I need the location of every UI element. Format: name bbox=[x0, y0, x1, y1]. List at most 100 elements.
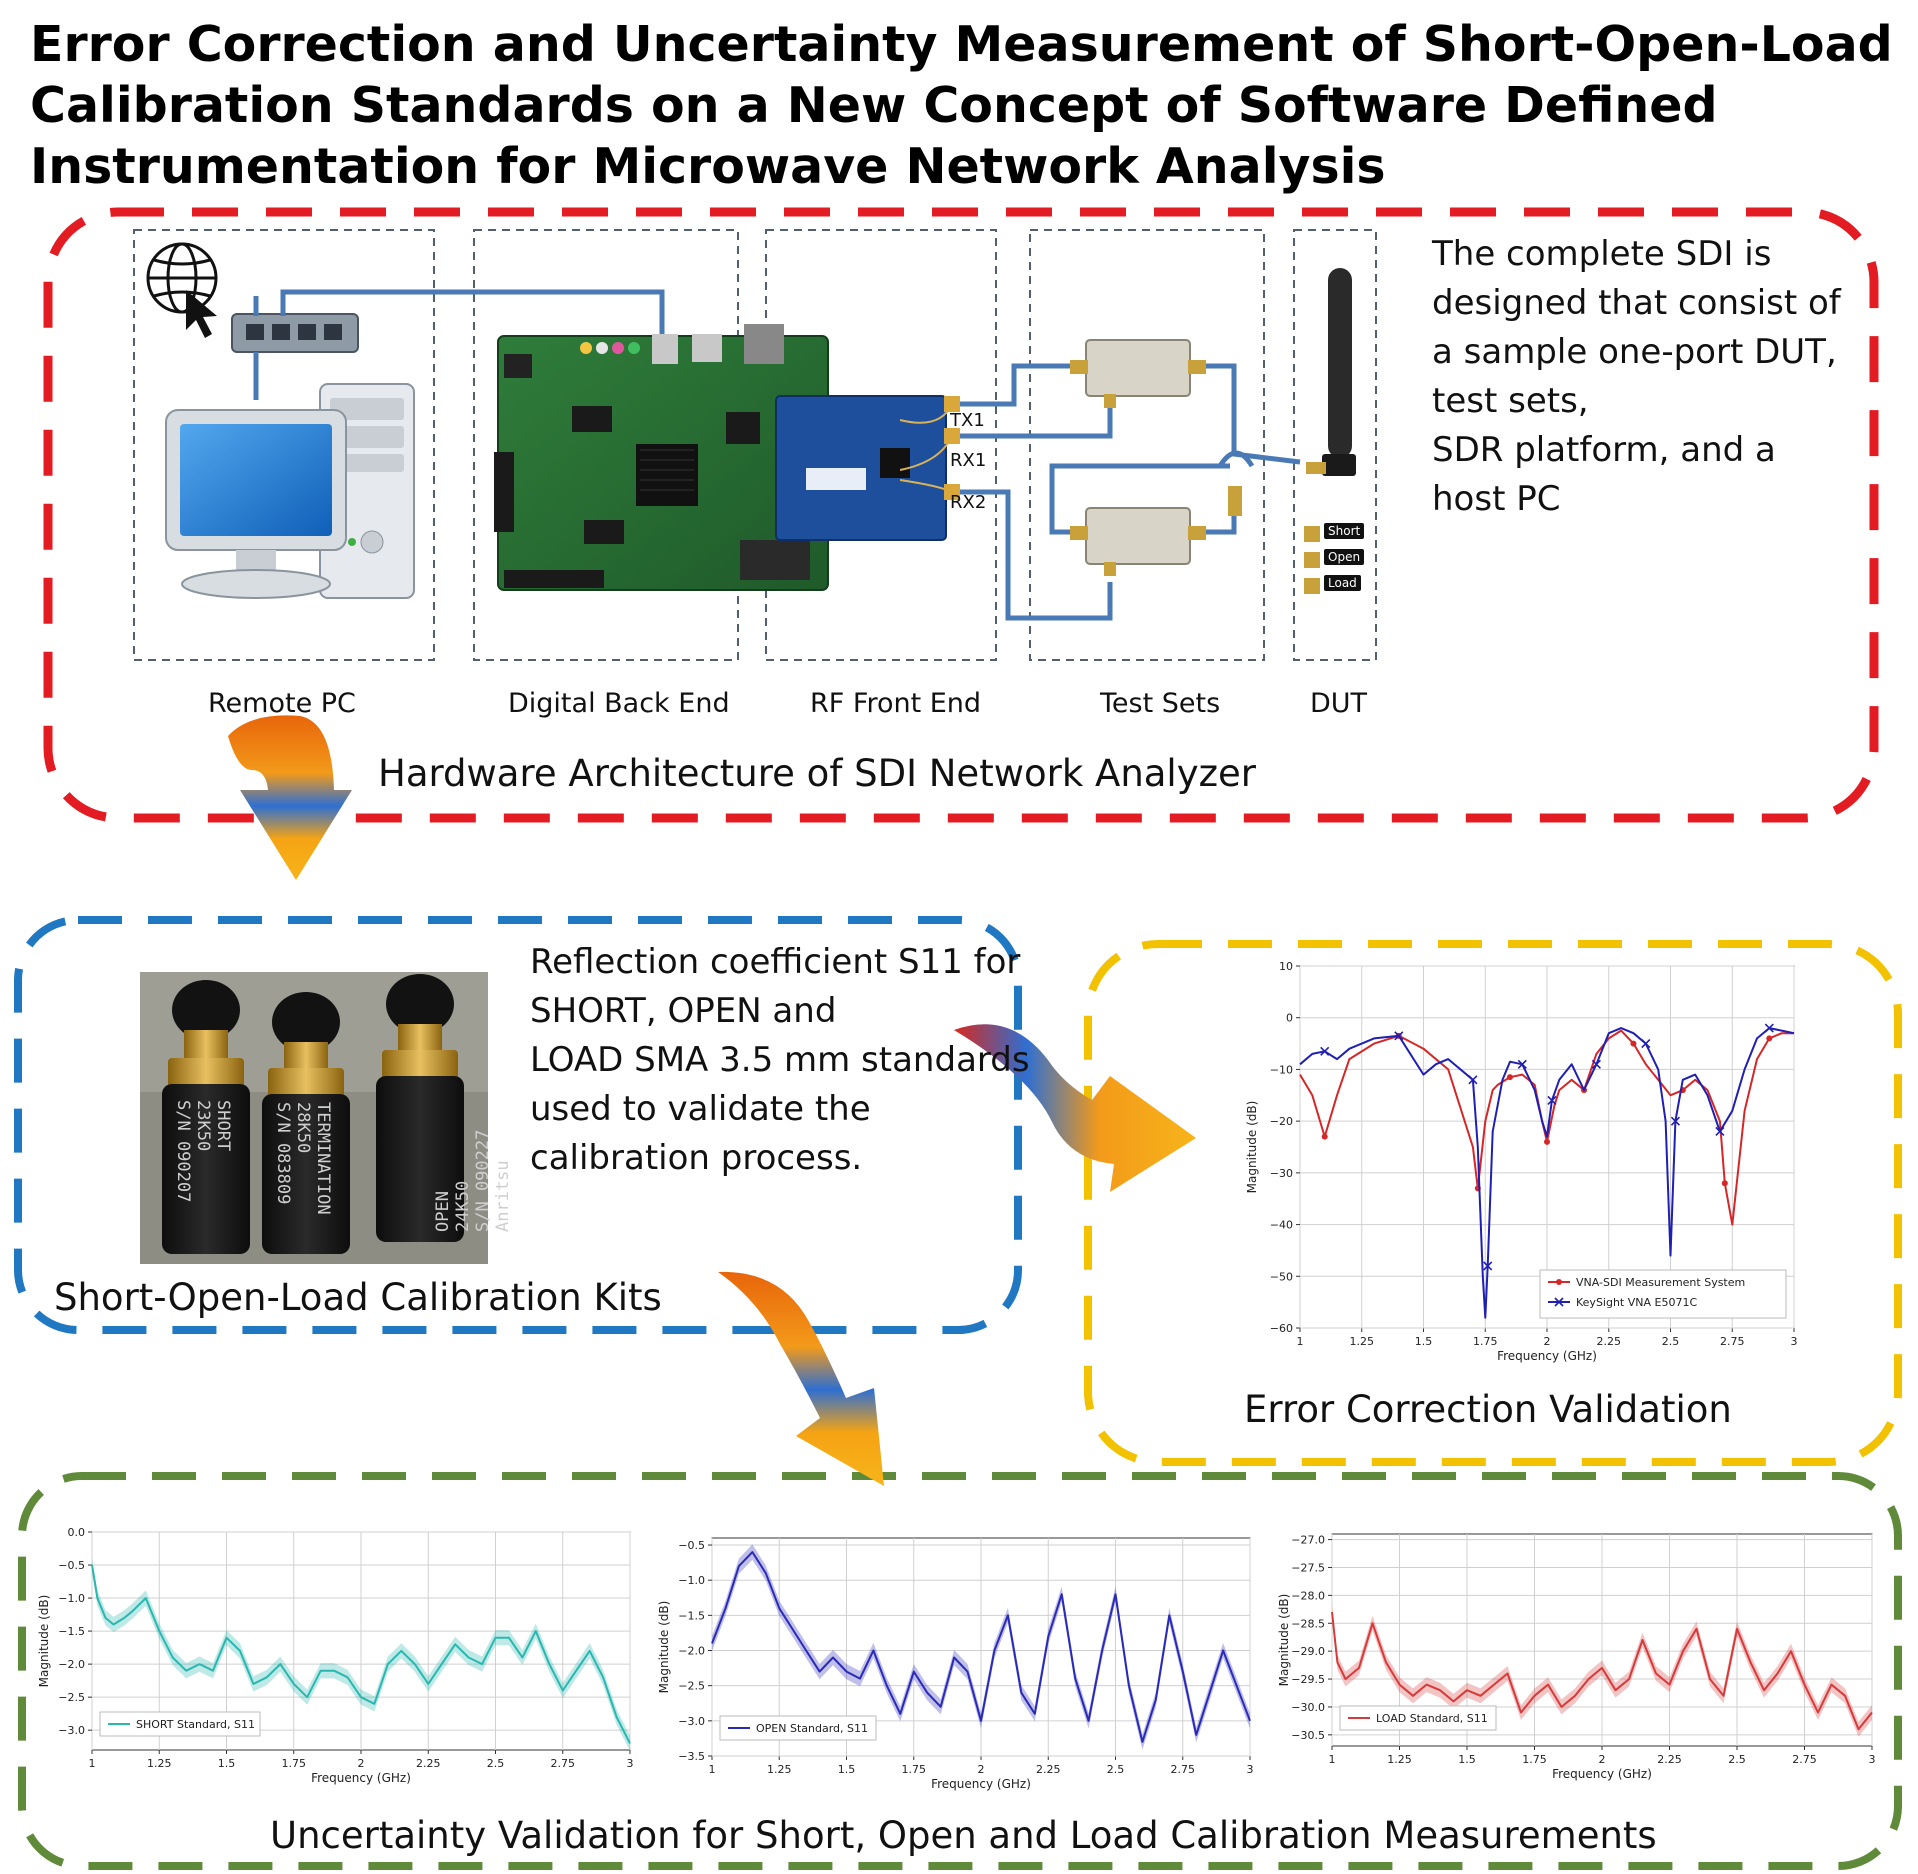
hardware-description-line: designed that consist of bbox=[1432, 283, 1841, 323]
coupler-top-image bbox=[1070, 339, 1206, 408]
y-axis-label: Magnitude (dB) bbox=[1277, 1594, 1291, 1687]
y-tick-label: −1.5 bbox=[58, 1625, 85, 1638]
kits-frame bbox=[14, 916, 1022, 1334]
x-tick-label: 2.25 bbox=[1597, 1335, 1622, 1348]
y-tick-label: 0 bbox=[1286, 1012, 1293, 1025]
block-label-rf-front-end: RF Front End bbox=[810, 688, 982, 719]
legend-label: SHORT Standard, S11 bbox=[136, 1718, 255, 1731]
x-axis-label: Frequency (GHz) bbox=[931, 1777, 1031, 1791]
kits-description-line: calibration process. bbox=[530, 1138, 863, 1178]
x-tick-label: 2.25 bbox=[1036, 1763, 1061, 1776]
legend-box bbox=[1539, 1269, 1787, 1319]
hardware-description-line: The complete SDI is bbox=[1432, 234, 1772, 274]
y-tick-label: −30.5 bbox=[1291, 1729, 1325, 1742]
x-tick-label: 2.75 bbox=[1792, 1753, 1817, 1766]
x-tick-label: 1.75 bbox=[1473, 1335, 1498, 1348]
title-line-1: Error Correction and Uncertainty Measure… bbox=[30, 16, 1893, 73]
x-tick-label: 2.5 bbox=[1728, 1753, 1746, 1766]
data-point bbox=[1764, 1023, 1774, 1033]
y-tick-label: −30.0 bbox=[1291, 1701, 1325, 1714]
network-switch-icon bbox=[231, 313, 359, 353]
connection-lines bbox=[253, 289, 1301, 621]
data-point bbox=[1320, 1046, 1330, 1056]
x-tick-label: 1.5 bbox=[838, 1763, 856, 1776]
data-point bbox=[1394, 1031, 1404, 1041]
series-line bbox=[711, 1551, 1251, 1743]
y-tick-label: −27.0 bbox=[1291, 1534, 1325, 1547]
x-tick-label: 1.5 bbox=[1458, 1753, 1476, 1766]
data-point bbox=[1630, 1040, 1637, 1047]
kits-description: Reflection coefficient S11 for SHORT, OP… bbox=[530, 938, 1030, 1183]
y-tick-label: −3.5 bbox=[678, 1750, 705, 1763]
dut-connectors bbox=[1304, 526, 1320, 594]
block-label-digital-back-end: Digital Back End bbox=[508, 688, 730, 719]
x-tick-label: 1 bbox=[1329, 1753, 1336, 1766]
arrow-hardware-to-kits bbox=[228, 715, 352, 880]
uncertainty-section-title: Uncertainty Validation for Short, Open a… bbox=[270, 1814, 1657, 1857]
kit-labels: SHORT 23K50 S/N 090207 TERMINATION 28K50… bbox=[173, 1100, 513, 1232]
data-point bbox=[1321, 1133, 1328, 1140]
hardware-description-line: host PC bbox=[1432, 479, 1561, 519]
legend-label: KeySight VNA E5071C bbox=[1576, 1296, 1697, 1309]
y-tick-label: −28.5 bbox=[1291, 1617, 1325, 1630]
arrow-kits-to-uncertainty bbox=[718, 1271, 884, 1486]
x-tick-label: 2.75 bbox=[1720, 1335, 1745, 1348]
coupler-bottom-image bbox=[1070, 486, 1242, 576]
calibration-kits-photo bbox=[140, 972, 488, 1264]
x-tick-label: 2 bbox=[358, 1757, 365, 1770]
x-tick-label: 3 bbox=[1791, 1335, 1798, 1348]
y-tick-label: 0.0 bbox=[68, 1526, 86, 1539]
data-point bbox=[1547, 1095, 1557, 1106]
x-tick-label: 1 bbox=[89, 1757, 96, 1770]
y-axis-label: Magnitude (dB) bbox=[657, 1601, 671, 1694]
y-tick-label: −50 bbox=[1270, 1270, 1293, 1283]
x-tick-label: 1.5 bbox=[1415, 1335, 1433, 1348]
dut-badge-load: Load bbox=[1324, 575, 1361, 591]
error-correction-section-title: Error Correction Validation bbox=[1244, 1388, 1732, 1431]
legend-label: LOAD Standard, S11 bbox=[1376, 1712, 1488, 1725]
series-line bbox=[91, 1564, 631, 1744]
data-point bbox=[1641, 1039, 1651, 1049]
data-point bbox=[1517, 1059, 1527, 1069]
series-line bbox=[1331, 1611, 1873, 1731]
x-tick-label: 1 bbox=[709, 1763, 716, 1776]
hardware-description: The complete SDI is designed that consis… bbox=[1432, 230, 1872, 524]
y-tick-label: −2.5 bbox=[58, 1691, 85, 1704]
hardware-description-line: test sets, bbox=[1432, 381, 1589, 421]
legend-label: VNA-SDI Measurement System bbox=[1576, 1276, 1745, 1289]
x-tick-label: 2.5 bbox=[487, 1757, 505, 1770]
y-tick-label: −60 bbox=[1270, 1322, 1293, 1335]
kits-description-line: used to validate the bbox=[530, 1089, 871, 1129]
rf-frontend-board-image bbox=[775, 395, 960, 541]
data-point bbox=[1670, 1116, 1681, 1126]
x-tick-label: 2 bbox=[1544, 1335, 1551, 1348]
port-label-tx1: TX1 bbox=[950, 410, 985, 431]
block-label-test-sets: Test Sets bbox=[1100, 688, 1221, 719]
data-point bbox=[1468, 1075, 1478, 1085]
y-tick-label: −40 bbox=[1270, 1219, 1293, 1232]
x-tick-label: 2.5 bbox=[1107, 1763, 1125, 1776]
x-tick-label: 3 bbox=[1869, 1753, 1876, 1766]
uncertainty-band bbox=[92, 1557, 630, 1751]
x-tick-label: 2 bbox=[978, 1763, 985, 1776]
kit-label-open: OPEN 24K50 S/N 090227 Anritsu bbox=[433, 1119, 513, 1232]
y-tick-label: −20 bbox=[1270, 1115, 1293, 1128]
data-point bbox=[1766, 1035, 1773, 1042]
kits-section-title: Short-Open-Load Calibration Kits bbox=[54, 1276, 662, 1319]
kits-description-line: Reflection coefficient S11 for bbox=[530, 942, 1021, 982]
block-label-remote-pc: Remote PC bbox=[208, 688, 356, 719]
kits-description-line: SHORT, OPEN and bbox=[530, 991, 837, 1031]
data-point bbox=[1483, 1261, 1493, 1271]
y-tick-label: −10 bbox=[1270, 1063, 1293, 1076]
data-point bbox=[1544, 1138, 1550, 1145]
x-tick-label: 2.25 bbox=[416, 1757, 441, 1770]
y-axis-label: Magnitude (dB) bbox=[1245, 1101, 1259, 1194]
title-line-3: Instrumentation for Microwave Network An… bbox=[30, 138, 1386, 195]
port-label-rx2: RX2 bbox=[950, 492, 987, 513]
uncertainty-band bbox=[1332, 1604, 1872, 1737]
legend-label: OPEN Standard, S11 bbox=[756, 1722, 868, 1735]
x-tick-label: 1.5 bbox=[218, 1757, 236, 1770]
